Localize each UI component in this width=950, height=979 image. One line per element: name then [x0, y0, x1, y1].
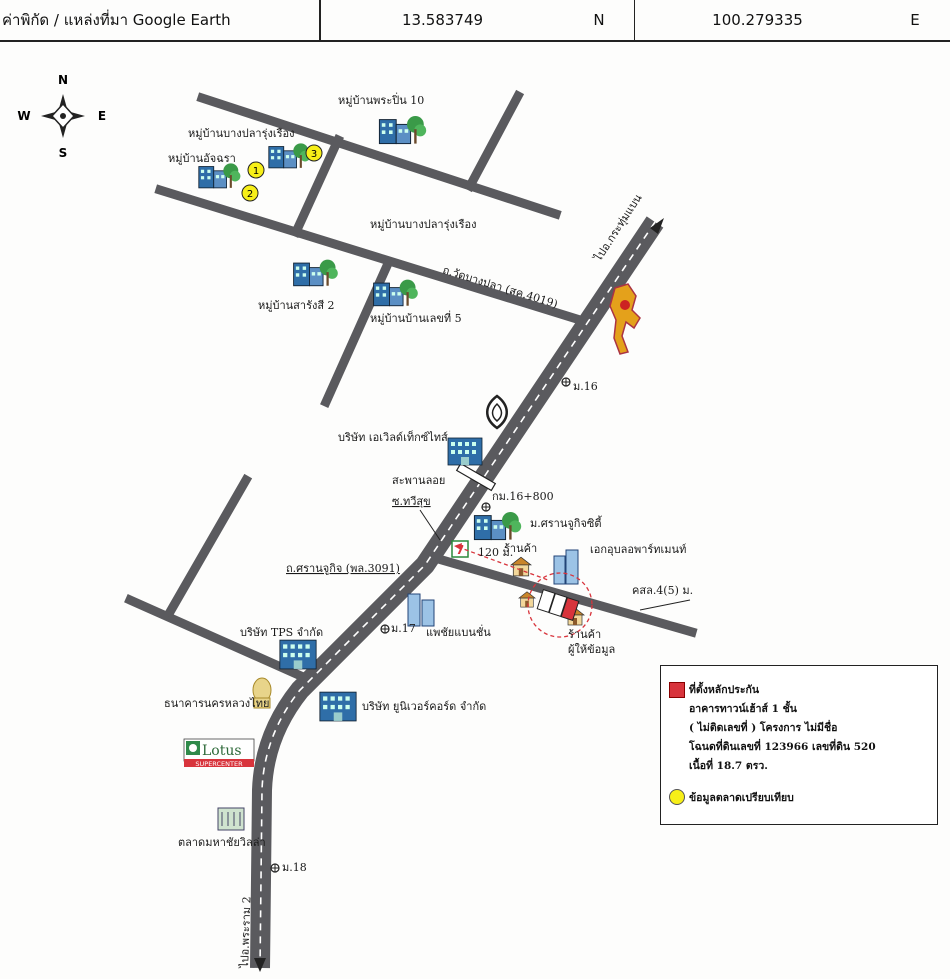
- village-sarangsi-icon: [292, 258, 339, 287]
- village-bangpla-icon: [268, 142, 312, 169]
- map-legend: ที่ตั้งหลักประกัน อาคารทาวน์เฮ้าส์ 1 ชั้…: [660, 665, 938, 825]
- compass-e: E: [98, 109, 106, 123]
- market-icon: [217, 807, 245, 831]
- source-label: ค่าพิกัด / แหล่งที่มา Google Earth: [0, 0, 320, 42]
- label-village-bangpla-a: หมู่บ้านบางปลารุ่งเรือง: [188, 127, 295, 140]
- village-sreechareon-icon: [473, 511, 522, 541]
- arrow-north-icon: [650, 218, 664, 234]
- company-tps-icon: [279, 639, 317, 670]
- lotus-logo-icon: Lotus SUPERCENTER: [183, 738, 255, 768]
- label-road-ks: คสล.4(5) ม.: [632, 584, 693, 597]
- compass-s: S: [59, 146, 68, 160]
- latitude-value: 13.583749: [401, 11, 484, 29]
- label-informant: ผู้ให้ข้อมูล: [568, 643, 615, 656]
- apartment-icon: [553, 549, 579, 585]
- label-km17: ม.17: [391, 622, 416, 635]
- lotus-sub-label: SUPERCENTER: [195, 760, 243, 768]
- label-company-tps: บริษัท TPS จำกัด: [240, 626, 323, 639]
- bank-icon: [252, 677, 272, 709]
- longitude-direction: E: [910, 11, 920, 29]
- label-village-sarangsi: หมู่บ้านสารังสี 2: [258, 299, 335, 312]
- latitude-direction: N: [593, 11, 605, 29]
- market-marker-3: 3: [305, 144, 323, 162]
- legend-line-2: ( ไม่ติดเลขที่ ) โครงการ ไม่มีชื่อ: [689, 722, 838, 734]
- market-dot-icon: [669, 789, 685, 805]
- coordinate-header: ค่าพิกัด / แหล่งที่มา Google Earth 13.58…: [0, 0, 950, 42]
- arrow-south-icon: [254, 958, 266, 972]
- seven-label: 7: [456, 543, 464, 557]
- village-prachuen-icon: [378, 115, 427, 145]
- label-bridge: สะพานลอย: [392, 474, 445, 487]
- main-road: [250, 216, 664, 969]
- label-company-excel: บริษัท เอเวิลด์เท็กซ์ไทส์: [338, 430, 448, 444]
- compass-w: W: [17, 109, 30, 123]
- village-ban5-icon: [372, 278, 419, 307]
- search-radius-circle: [527, 572, 593, 638]
- label-to-phrarama: ไปอ.พระราม 2: [238, 896, 254, 969]
- label-company-univer: บริษัท ยูนิเวอร์คอร์ด จำกัด: [362, 700, 486, 713]
- label-apartment: เอกอุบลอพาร์ทเมนท์: [590, 543, 686, 556]
- overpass-icon: [455, 462, 497, 492]
- label-village-atchara: หมู่บ้านอัจฉรา: [168, 152, 236, 165]
- label-market: ตลาดมหาชัยวิลล่า: [178, 836, 266, 849]
- market-marker-2: 2: [241, 184, 259, 202]
- market-marker-1: 1: [247, 161, 265, 179]
- legend-line-1: อาคารทาวน์เฮ้าส์ 1 ชั้น: [689, 703, 797, 715]
- temple-icon: [486, 394, 508, 430]
- km-marker-16-icon: [561, 377, 571, 387]
- longitude-value: 100.279335: [712, 11, 803, 29]
- thailand-map-icon: [609, 283, 641, 355]
- svg-text:2: 2: [247, 189, 253, 200]
- label-soi-taweesuk: ซ.ทวีสุข: [392, 495, 431, 508]
- svg-text:3: 3: [311, 149, 317, 160]
- label-bank: ธนาคารนครหลวงไทย: [164, 697, 269, 710]
- km-marker-16800-icon: [481, 502, 491, 512]
- legend-line-4: เนื้อที่ 18.7 ตรว.: [689, 760, 768, 772]
- village-atchara-icon: [198, 162, 242, 189]
- label-village-prachuen: หมู่บ้านพระปิ่น 10: [338, 92, 424, 107]
- label-km16800: กม.16+800: [492, 490, 554, 503]
- company-univer-icon: [319, 691, 357, 722]
- subject-swatch-icon: [669, 682, 685, 698]
- shop-1-icon: [510, 556, 532, 577]
- label-shop-1: ร้านค้า: [504, 542, 537, 555]
- latitude-cell: 13.583749 N: [320, 0, 635, 42]
- label-village-bangpla-b: หมู่บ้านบางปลารุ่งเรือง: [370, 218, 477, 231]
- label-village-sreechareon: ม.ศรานจูกิจซิตี้: [530, 515, 603, 530]
- legend-market-info: ข้อมูลตลาดเปรียบเทียบ: [689, 792, 794, 804]
- label-distance: 120 ม.: [478, 546, 513, 559]
- km-marker-17-icon: [380, 624, 390, 634]
- subject-property-icon: [536, 589, 580, 621]
- legend-title: ที่ตั้งหลักประกัน: [689, 684, 760, 696]
- label-km16: ม.16: [573, 380, 598, 393]
- label-village-ban5: หมู่บ้านบ้านเลขที่ 5: [370, 310, 462, 325]
- legend-line-3: โฉนดที่ดินเลขที่ 123966 เลขที่ดิน 520: [689, 741, 876, 753]
- warehouse-icon: [407, 593, 435, 627]
- lotus-label: Lotus: [202, 743, 242, 759]
- label-warehouse: แพชัยแบนชั่น: [426, 624, 491, 639]
- label-shop-2: ร้านค้า: [568, 628, 601, 641]
- distance-line: [457, 546, 549, 581]
- company-excel-icon: [447, 437, 483, 466]
- km-marker-18-icon: [270, 863, 280, 873]
- compass-icon: N S W E: [17, 73, 106, 160]
- shop-small-icon: [518, 591, 536, 608]
- label-km18: ม.18: [282, 861, 307, 874]
- label-road-sreechareon: ถ.ศรานจูกิจ (พล.3091): [286, 562, 400, 575]
- compass-n: N: [58, 73, 68, 87]
- svg-text:1: 1: [253, 166, 259, 177]
- longitude-cell: 100.279335 E: [635, 0, 950, 42]
